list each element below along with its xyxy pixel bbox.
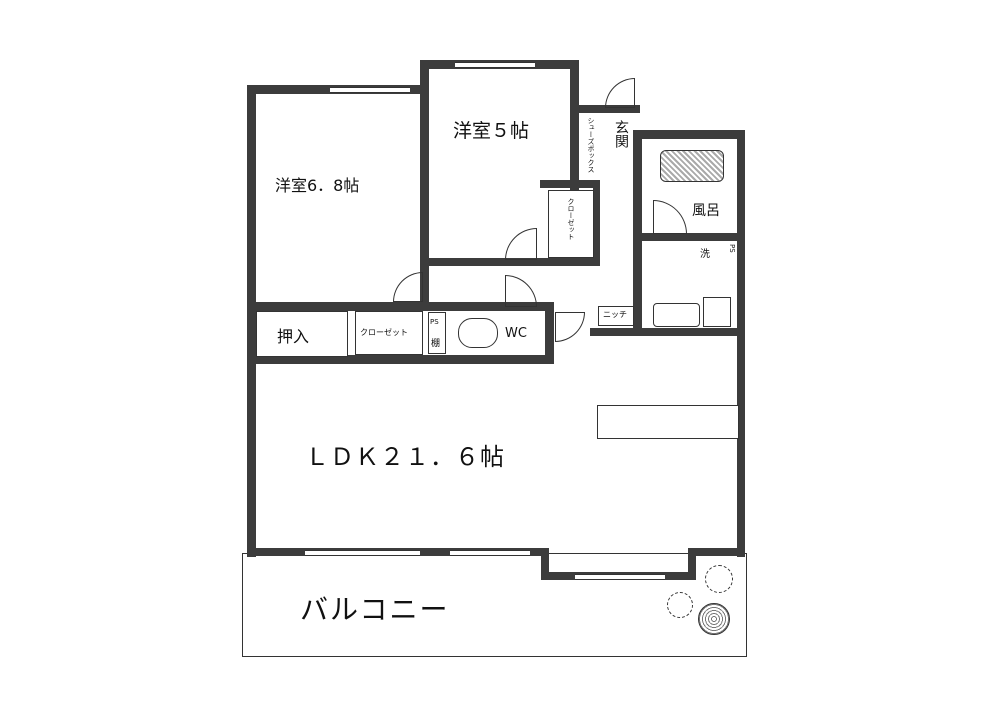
washing-machine [703,297,731,327]
closet-label: クローゼット [360,328,408,337]
wall [633,130,642,330]
shoebox-label: シューズボックス [587,117,595,173]
ps-label: PS [728,244,736,253]
wall [545,302,554,364]
door [555,312,585,342]
wall [688,548,745,556]
window [330,87,410,93]
plant-icon [698,603,730,635]
closet-box [548,190,594,258]
room-label-bath: 風呂 [692,203,720,219]
wall [420,258,600,266]
wall [640,233,740,241]
door [505,275,537,307]
wall [247,355,552,364]
plant-icon [705,565,733,593]
niche-box [598,306,634,326]
room-label-ldk: ＬＤＫ２１．６帖 [305,443,505,471]
closet-label: クローゼット [567,198,575,240]
room-label-oshiire: 押入 [277,327,310,346]
wall [593,180,600,266]
toilet-icon [458,318,498,348]
niche-label: ニッチ [603,310,627,319]
wall [633,130,745,139]
wall [590,328,745,336]
room-label-western5: 洋室５帖 [453,120,530,142]
ps-box [428,312,446,354]
wall [247,85,256,557]
wall [688,548,696,580]
balcony-area [242,553,747,657]
oshiire [256,311,348,357]
kitchen-counter [597,405,739,439]
room-label-western6: 洋室6．8帖 [275,176,360,195]
door [653,200,687,234]
door [605,78,635,108]
bathtub [660,150,724,182]
plant-icon [667,592,693,618]
wall [737,130,745,557]
wall [541,548,549,580]
wall [578,105,640,113]
closet-box [355,311,423,355]
wall [540,180,600,188]
shelf-label: 棚 [431,339,441,349]
door [505,228,537,260]
wall [570,60,579,190]
wall [420,60,429,305]
washbasin [653,303,700,327]
window [450,550,530,556]
window [305,550,420,556]
wall [247,302,552,311]
door [393,272,423,302]
ps-label: PS [430,318,439,326]
window [575,574,665,580]
room-label-balcony: バルコニー [300,593,450,626]
room-label-wc: WC [505,326,527,341]
window [455,62,535,68]
washer-label: 洗 [700,249,710,260]
room-label-entrance: 玄関 [613,120,629,148]
